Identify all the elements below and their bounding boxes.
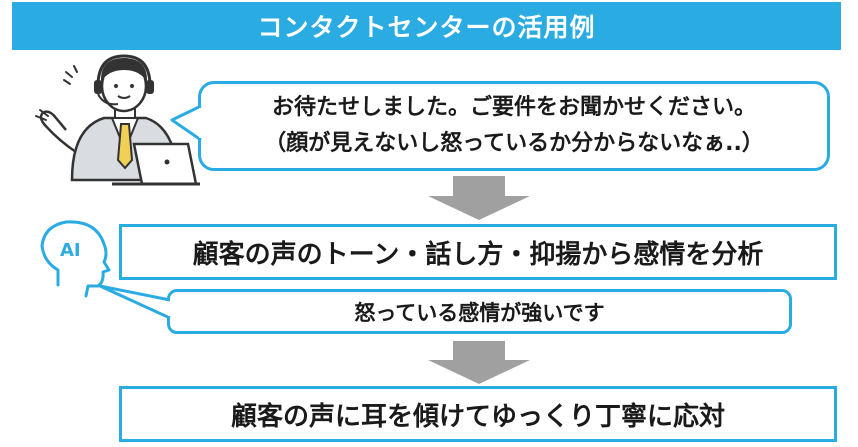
analysis-box: 顧客の声のトーン・話し方・抑揚から感情を分析: [119, 224, 837, 280]
raised-hand-icon: [39, 110, 77, 154]
ai-speech-bubble: 怒っている感情が強いです: [167, 289, 792, 334]
operator-illustration: [35, 54, 200, 186]
result-text: 顧客の声に耳を傾けてゆっくり丁寧に応対: [230, 401, 725, 432]
headset-icon: [96, 54, 152, 87]
analysis-text: 顧客の声のトーン・話し方・抑揚から感情を分析: [192, 239, 764, 270]
ai-bubble-text: 怒っている感情が強いです: [354, 300, 605, 325]
laptop-icon: [132, 142, 198, 186]
page-title: コンタクトセンターの活用例: [12, 2, 841, 50]
operator-speech-bubble: お待たせしました。ご要件をお聞かせください。 （顔が見えないし怒っているか分から…: [198, 81, 830, 171]
operator-line-1: お待たせしました。ご要件をお聞かせください。: [271, 95, 756, 120]
result-box: 顧客の声に耳を傾けてゆっくり丁寧に応対: [119, 386, 837, 442]
attention-marks-icon: [63, 65, 78, 85]
ai-label: AI: [60, 240, 81, 261]
operator-line-2: （顔が見えないし怒っているか分からないなぁ..）: [264, 131, 764, 156]
tie-icon: [116, 123, 134, 170]
